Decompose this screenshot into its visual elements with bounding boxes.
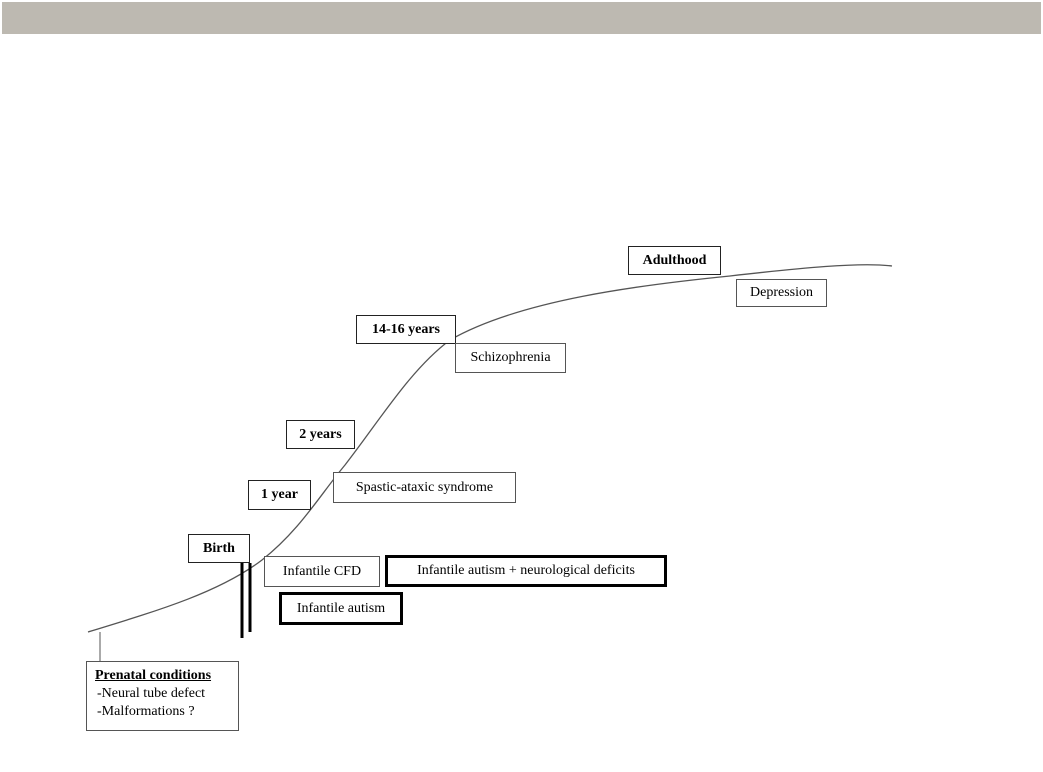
prenatal-title: Prenatal conditions [95,668,212,683]
milestone-1-year: 1 year [248,480,311,510]
condition-infantile-autism: Infantile autism [279,592,403,625]
condition-depression: Depression [736,279,827,307]
milestone-14-16-years: 14-16 years [356,315,456,344]
condition-schizophrenia: Schizophrenia [455,343,566,373]
header-bar [2,2,1041,34]
prenatal-item: -Neural tube defect [97,686,206,701]
condition-infantile-autism-neurological-deficits: Infantile autism + neurological deficits [385,555,667,587]
milestone-adulthood: Adulthood [628,246,721,275]
prenatal-conditions-box: Prenatal conditions -Neural tube defect … [86,661,239,731]
milestone-2-years: 2 years [286,420,355,449]
condition-spastic-ataxic-syndrome: Spastic-ataxic syndrome [333,472,516,503]
prenatal-item: -Malformations ? [97,704,195,719]
development-curve [87,264,893,633]
milestone-birth: Birth [188,534,250,563]
condition-infantile-cfd: Infantile CFD [264,556,380,587]
